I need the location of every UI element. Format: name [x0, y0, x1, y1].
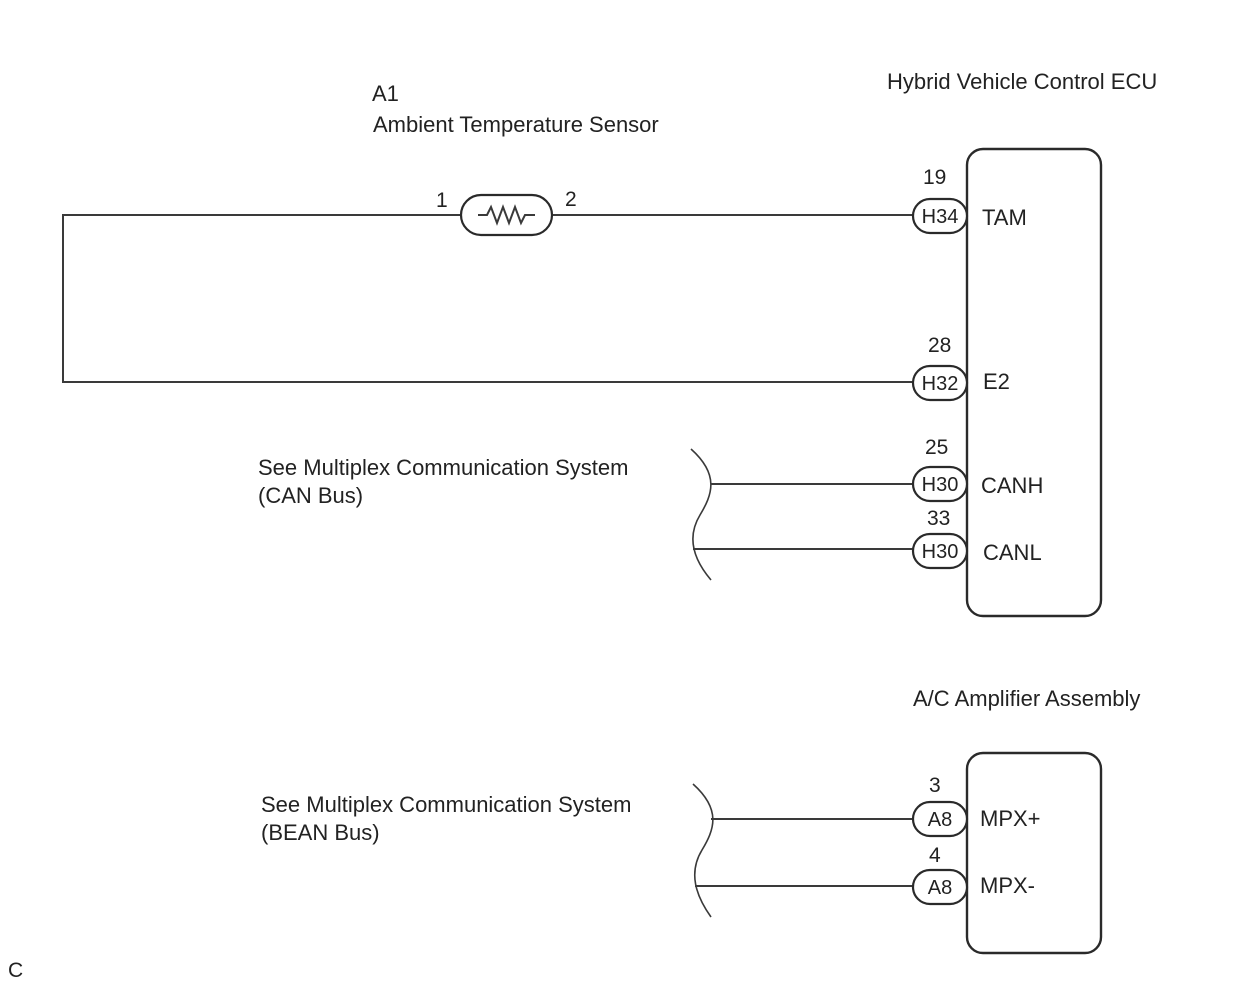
amp-terminal-mpx-minus: 4 A8 MPX-	[911, 844, 1035, 906]
can-note-line2: (CAN Bus)	[258, 483, 363, 508]
connector-pill	[911, 364, 969, 402]
ecu-title: Hybrid Vehicle Control ECU	[887, 69, 1157, 94]
connector-id: H30	[922, 474, 959, 496]
corner-code: C	[8, 959, 23, 982]
connector-id: A8	[928, 877, 952, 899]
terminal-signal: MPX-	[980, 873, 1035, 898]
terminal-pin-number: 3	[929, 774, 941, 797]
connector-pill	[911, 868, 969, 906]
connector-id: H32	[922, 373, 959, 395]
ecu-terminal-e2: 28 H32 E2	[911, 334, 1010, 402]
ecu-terminal-canh: 25 H30 CANH	[911, 436, 1043, 503]
connector-pill	[911, 532, 969, 570]
connector-id: A8	[928, 809, 952, 831]
amp-box	[965, 751, 1103, 955]
terminal-signal: TAM	[982, 205, 1027, 230]
ambient-temperature-sensor	[459, 193, 554, 237]
connector-id: H30	[922, 541, 959, 563]
bean-note-line1: See Multiplex Communication System	[261, 792, 631, 817]
sensor-pin-2: 2	[565, 188, 577, 211]
terminal-signal: CANL	[983, 540, 1042, 565]
connector-pill	[911, 800, 969, 838]
terminal-pin-number: 25	[925, 436, 948, 459]
terminal-pin-number: 4	[929, 844, 941, 867]
ecu-terminal-tam: 19 H34 TAM	[911, 166, 1027, 235]
bean-note-line2: (BEAN Bus)	[261, 820, 380, 845]
terminal-pin-number: 19	[923, 166, 946, 189]
terminal-signal: E2	[983, 369, 1010, 394]
ground-loop-wire	[62, 214, 913, 383]
ecu-terminal-canl: 33 H30 CANL	[911, 507, 1042, 570]
amp-title: A/C Amplifier Assembly	[913, 686, 1140, 711]
terminal-signal: MPX+	[980, 806, 1041, 831]
connector-pill	[911, 465, 969, 503]
resistor-icon	[478, 204, 535, 226]
bean-wire-break-icon	[692, 783, 714, 918]
terminal-pin-number: 33	[927, 507, 950, 530]
can-wire-break-icon	[690, 448, 712, 581]
can-note-line1: See Multiplex Communication System	[258, 455, 628, 480]
terminal-signal: CANH	[981, 473, 1043, 498]
sensor-ref: A1	[372, 81, 399, 106]
amp-terminal-mpx-plus: 3 A8 MPX+	[911, 774, 1041, 838]
sensor-pin-1: 1	[436, 189, 448, 212]
terminal-pin-number: 28	[928, 334, 951, 357]
connector-pill	[911, 197, 969, 235]
connector-id: H34	[922, 206, 959, 228]
sensor-name: Ambient Temperature Sensor	[373, 112, 659, 137]
